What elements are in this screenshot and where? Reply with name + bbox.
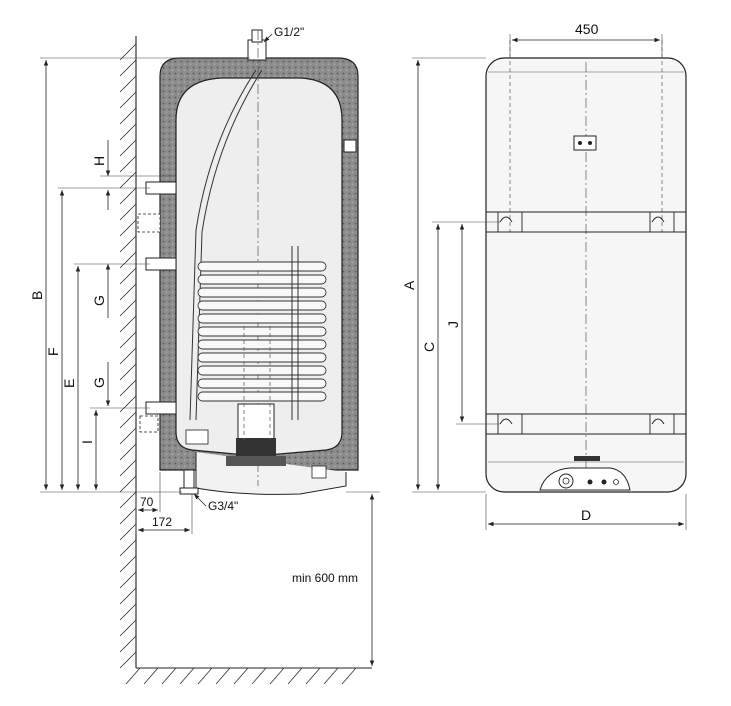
hatch-line [119, 123, 137, 141]
hatch-line [119, 651, 137, 669]
label-g-lower: G [91, 377, 107, 388]
hatch-line [119, 603, 137, 621]
hatch-line [119, 619, 137, 637]
label-d: D [581, 507, 591, 523]
label-e: E [61, 379, 77, 388]
label-450: 450 [575, 21, 599, 37]
coil-turn [197, 287, 327, 298]
hatch-line [119, 59, 137, 77]
hatch-line [119, 507, 137, 525]
coil-turn [197, 365, 327, 376]
hatch-line [119, 331, 137, 349]
hatch-line [119, 107, 137, 125]
hatch-line [305, 667, 321, 685]
rating-plate-icon [573, 135, 597, 151]
hatch-line [119, 443, 137, 461]
hatch-line [119, 555, 137, 573]
hatch-line [119, 267, 137, 285]
label-g12: G1/2" [274, 25, 304, 39]
label-j: J [445, 321, 461, 328]
mounting-bracket-bottom [486, 413, 686, 435]
floor-hatching [125, 667, 357, 685]
heat-exchanger-coil [197, 261, 327, 402]
front-dimensions [412, 34, 687, 530]
hatch-line [269, 667, 285, 685]
hatch-line [119, 315, 137, 333]
hatch-line [119, 523, 137, 541]
tank-front-view [485, 40, 687, 493]
coil-turn [197, 326, 327, 337]
label-a: A [401, 280, 417, 290]
top-port [247, 39, 267, 61]
label-g34: G3/4" [208, 499, 238, 513]
hatch-line [119, 347, 137, 365]
label-i: I [79, 440, 95, 444]
hatch-line [233, 667, 249, 685]
label-h: H [91, 156, 107, 166]
label-b: B [29, 291, 45, 300]
wall-hatching [119, 43, 137, 669]
hatch-line [119, 411, 137, 429]
hatch-line [119, 283, 137, 301]
hatch-line [119, 475, 137, 493]
coil-turn [197, 274, 327, 285]
label-70: 70 [140, 495, 154, 509]
hatch-line [119, 635, 137, 653]
hatch-line [119, 587, 137, 605]
label-f: F [45, 347, 61, 356]
labels: G1/2" G3/4" 450 min 600 mm 70 172 H G G … [29, 21, 599, 585]
dip-tube [189, 69, 257, 421]
hatch-line [119, 155, 137, 173]
coil-turn [197, 313, 327, 324]
hatch-line [179, 667, 195, 685]
label-g-upper: G [91, 295, 107, 306]
hatch-line [119, 171, 137, 189]
hatch-line [287, 667, 303, 685]
coil-turn [197, 261, 327, 272]
label-min-600: min 600 mm [292, 571, 358, 585]
wall [119, 36, 372, 685]
hatch-line [323, 667, 339, 685]
hatch-line [197, 667, 213, 685]
hatch-line [119, 235, 137, 253]
hatch-line [143, 667, 159, 685]
coil-turn [197, 378, 327, 389]
hatch-line [119, 43, 137, 61]
hatch-line [119, 571, 137, 589]
hatch-line [119, 363, 137, 381]
label-c: C [421, 342, 437, 352]
hatch-line [119, 219, 137, 237]
hatch-line [125, 667, 141, 685]
tank-section-view [137, 29, 359, 495]
hatch-line [215, 667, 231, 685]
hatch-line [119, 427, 137, 445]
pipe-connections [137, 139, 357, 433]
hatch-line [119, 91, 137, 109]
coil-turn [197, 352, 327, 363]
hatch-line [251, 667, 267, 685]
hatch-line [119, 299, 137, 317]
coil-turn [197, 391, 327, 402]
coil-turn [197, 300, 327, 311]
side-dimensions [40, 33, 380, 666]
hatch-line [119, 251, 137, 269]
hatch-line [119, 395, 137, 413]
hatch-line [119, 459, 137, 477]
hatch-line [161, 667, 177, 685]
coil-turn [197, 339, 327, 350]
hatch-line [119, 539, 137, 557]
hatch-line [119, 139, 137, 157]
heater-flange [226, 438, 286, 466]
hatch-line [119, 491, 137, 509]
hatch-line [119, 187, 137, 205]
hatch-line [119, 203, 137, 221]
hatch-line [341, 667, 357, 685]
hatch-line [119, 379, 137, 397]
mounting-bracket-top [486, 211, 686, 233]
hatch-line [119, 75, 137, 93]
label-172: 172 [152, 515, 172, 529]
